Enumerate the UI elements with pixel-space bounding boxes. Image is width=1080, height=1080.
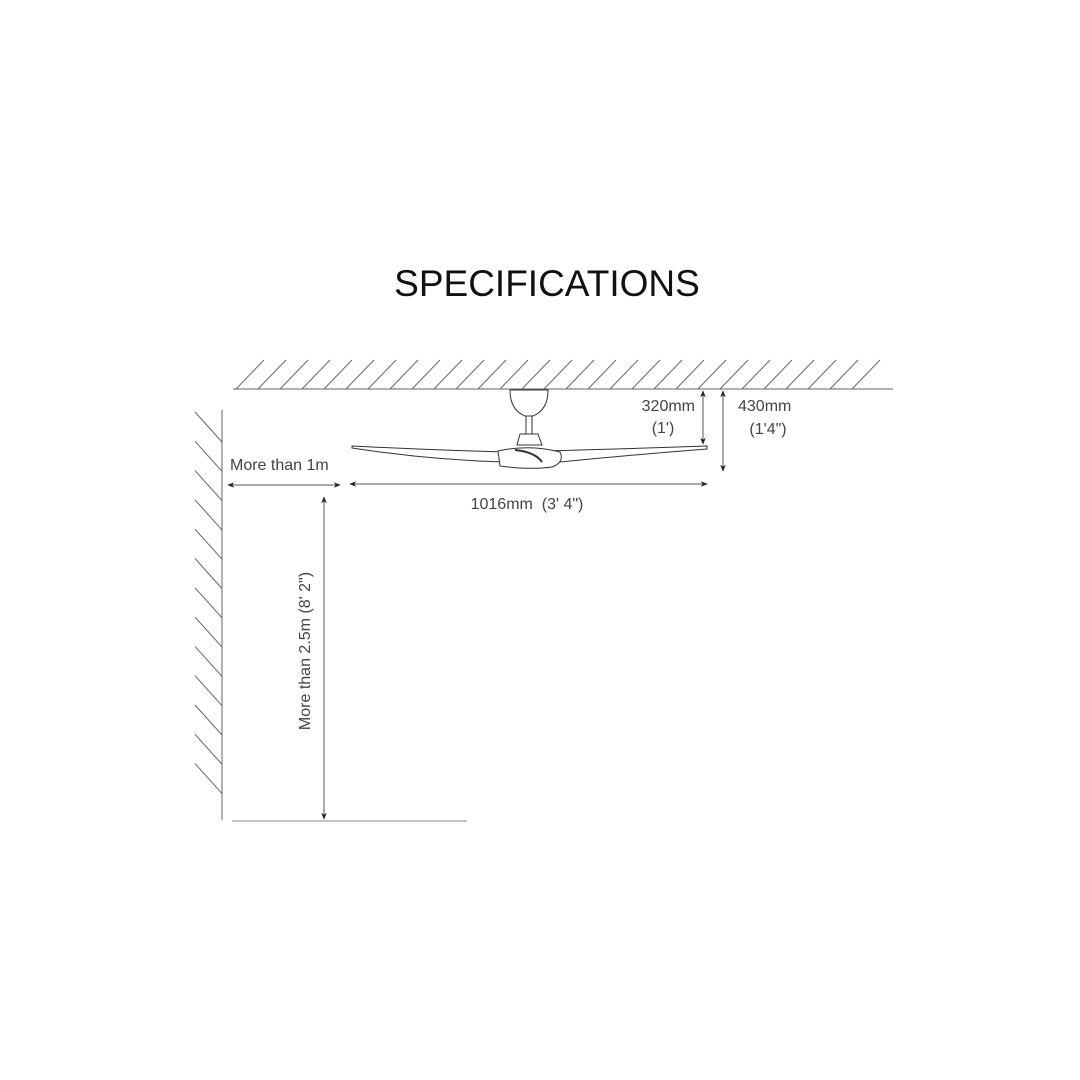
ceiling-hatch-line [433, 359, 463, 390]
ceiling-hatch-line [521, 359, 551, 390]
wall-hatch-line [194, 587, 223, 619]
ceiling-hatch-line [411, 359, 441, 390]
ceiling-hatch-line [389, 359, 419, 390]
wall-hatch-line [194, 616, 223, 648]
total-height-ft-label: (1'4") [749, 421, 786, 438]
wall-hatch-line [194, 733, 223, 765]
wall-hatch-line [194, 440, 223, 472]
ceiling-hatch-line [499, 359, 529, 390]
ceiling-hatch-line [675, 359, 705, 390]
blade-height-ft-label: (1') [652, 420, 675, 437]
ceiling-hatch-line [565, 359, 595, 390]
ceiling-hatch-line [477, 359, 507, 390]
wall-hatch-line [194, 558, 223, 589]
ceiling-hatch-line [323, 359, 353, 390]
ceiling-hatch-line [367, 359, 397, 390]
wall-hatch-line [194, 763, 223, 794]
wall-hatch-line [194, 675, 223, 707]
wall-hatch-line [194, 411, 223, 443]
ceiling-hatch-line [785, 359, 815, 390]
ceiling-hatch-line [279, 359, 309, 390]
ceiling-hatch-line [587, 359, 617, 390]
ceiling-fan-illustration [351, 389, 708, 469]
wall-hatch-line [194, 704, 223, 736]
page-title: SPECIFICATIONS [394, 263, 700, 304]
total-height-mm-label: 430mm [738, 398, 791, 415]
ceiling-hatch-line [697, 359, 727, 390]
wall-clearance-label: More than 1m [230, 457, 329, 474]
wall-hatch-line [194, 499, 223, 531]
ceiling-hatch-line [719, 359, 749, 390]
wall-hatch-line [194, 528, 223, 560]
blade-height-mm-label: 320mm [642, 398, 695, 415]
ceiling [233, 359, 893, 390]
ceiling-hatch-line [301, 359, 331, 390]
ceiling-hatch-line [345, 359, 375, 390]
ceiling-hatch-line [543, 359, 573, 390]
ceiling-hatch-line [741, 359, 771, 390]
ceiling-hatch-line [455, 359, 485, 390]
wall-hatch-line [194, 646, 223, 677]
ceiling-hatch-line [829, 359, 859, 390]
fan-light-housing [497, 447, 562, 469]
ceiling-hatch-line [763, 359, 793, 390]
fan-blade-right [538, 445, 708, 463]
fan-downrod [525, 415, 533, 435]
ceiling-hatch-line [807, 359, 837, 390]
fan-canopy [509, 389, 549, 417]
floor-clearance-label: More than 2.5m (8' 2") [297, 572, 314, 730]
ceiling-hatch-line [609, 359, 639, 390]
ceiling-hatch-line [235, 359, 265, 390]
ceiling-hatch-line [257, 359, 287, 390]
fan-motor-housing [516, 433, 543, 446]
ceiling-hatch-line [631, 359, 661, 390]
ceiling-hatch-line [851, 359, 881, 390]
ceiling-hatch-line [653, 359, 683, 390]
fan-blade-left [351, 445, 506, 463]
wall-hatch-line [194, 470, 223, 501]
wall [194, 410, 223, 820]
blade-span-label: 1016mm (3' 4") [471, 496, 584, 513]
